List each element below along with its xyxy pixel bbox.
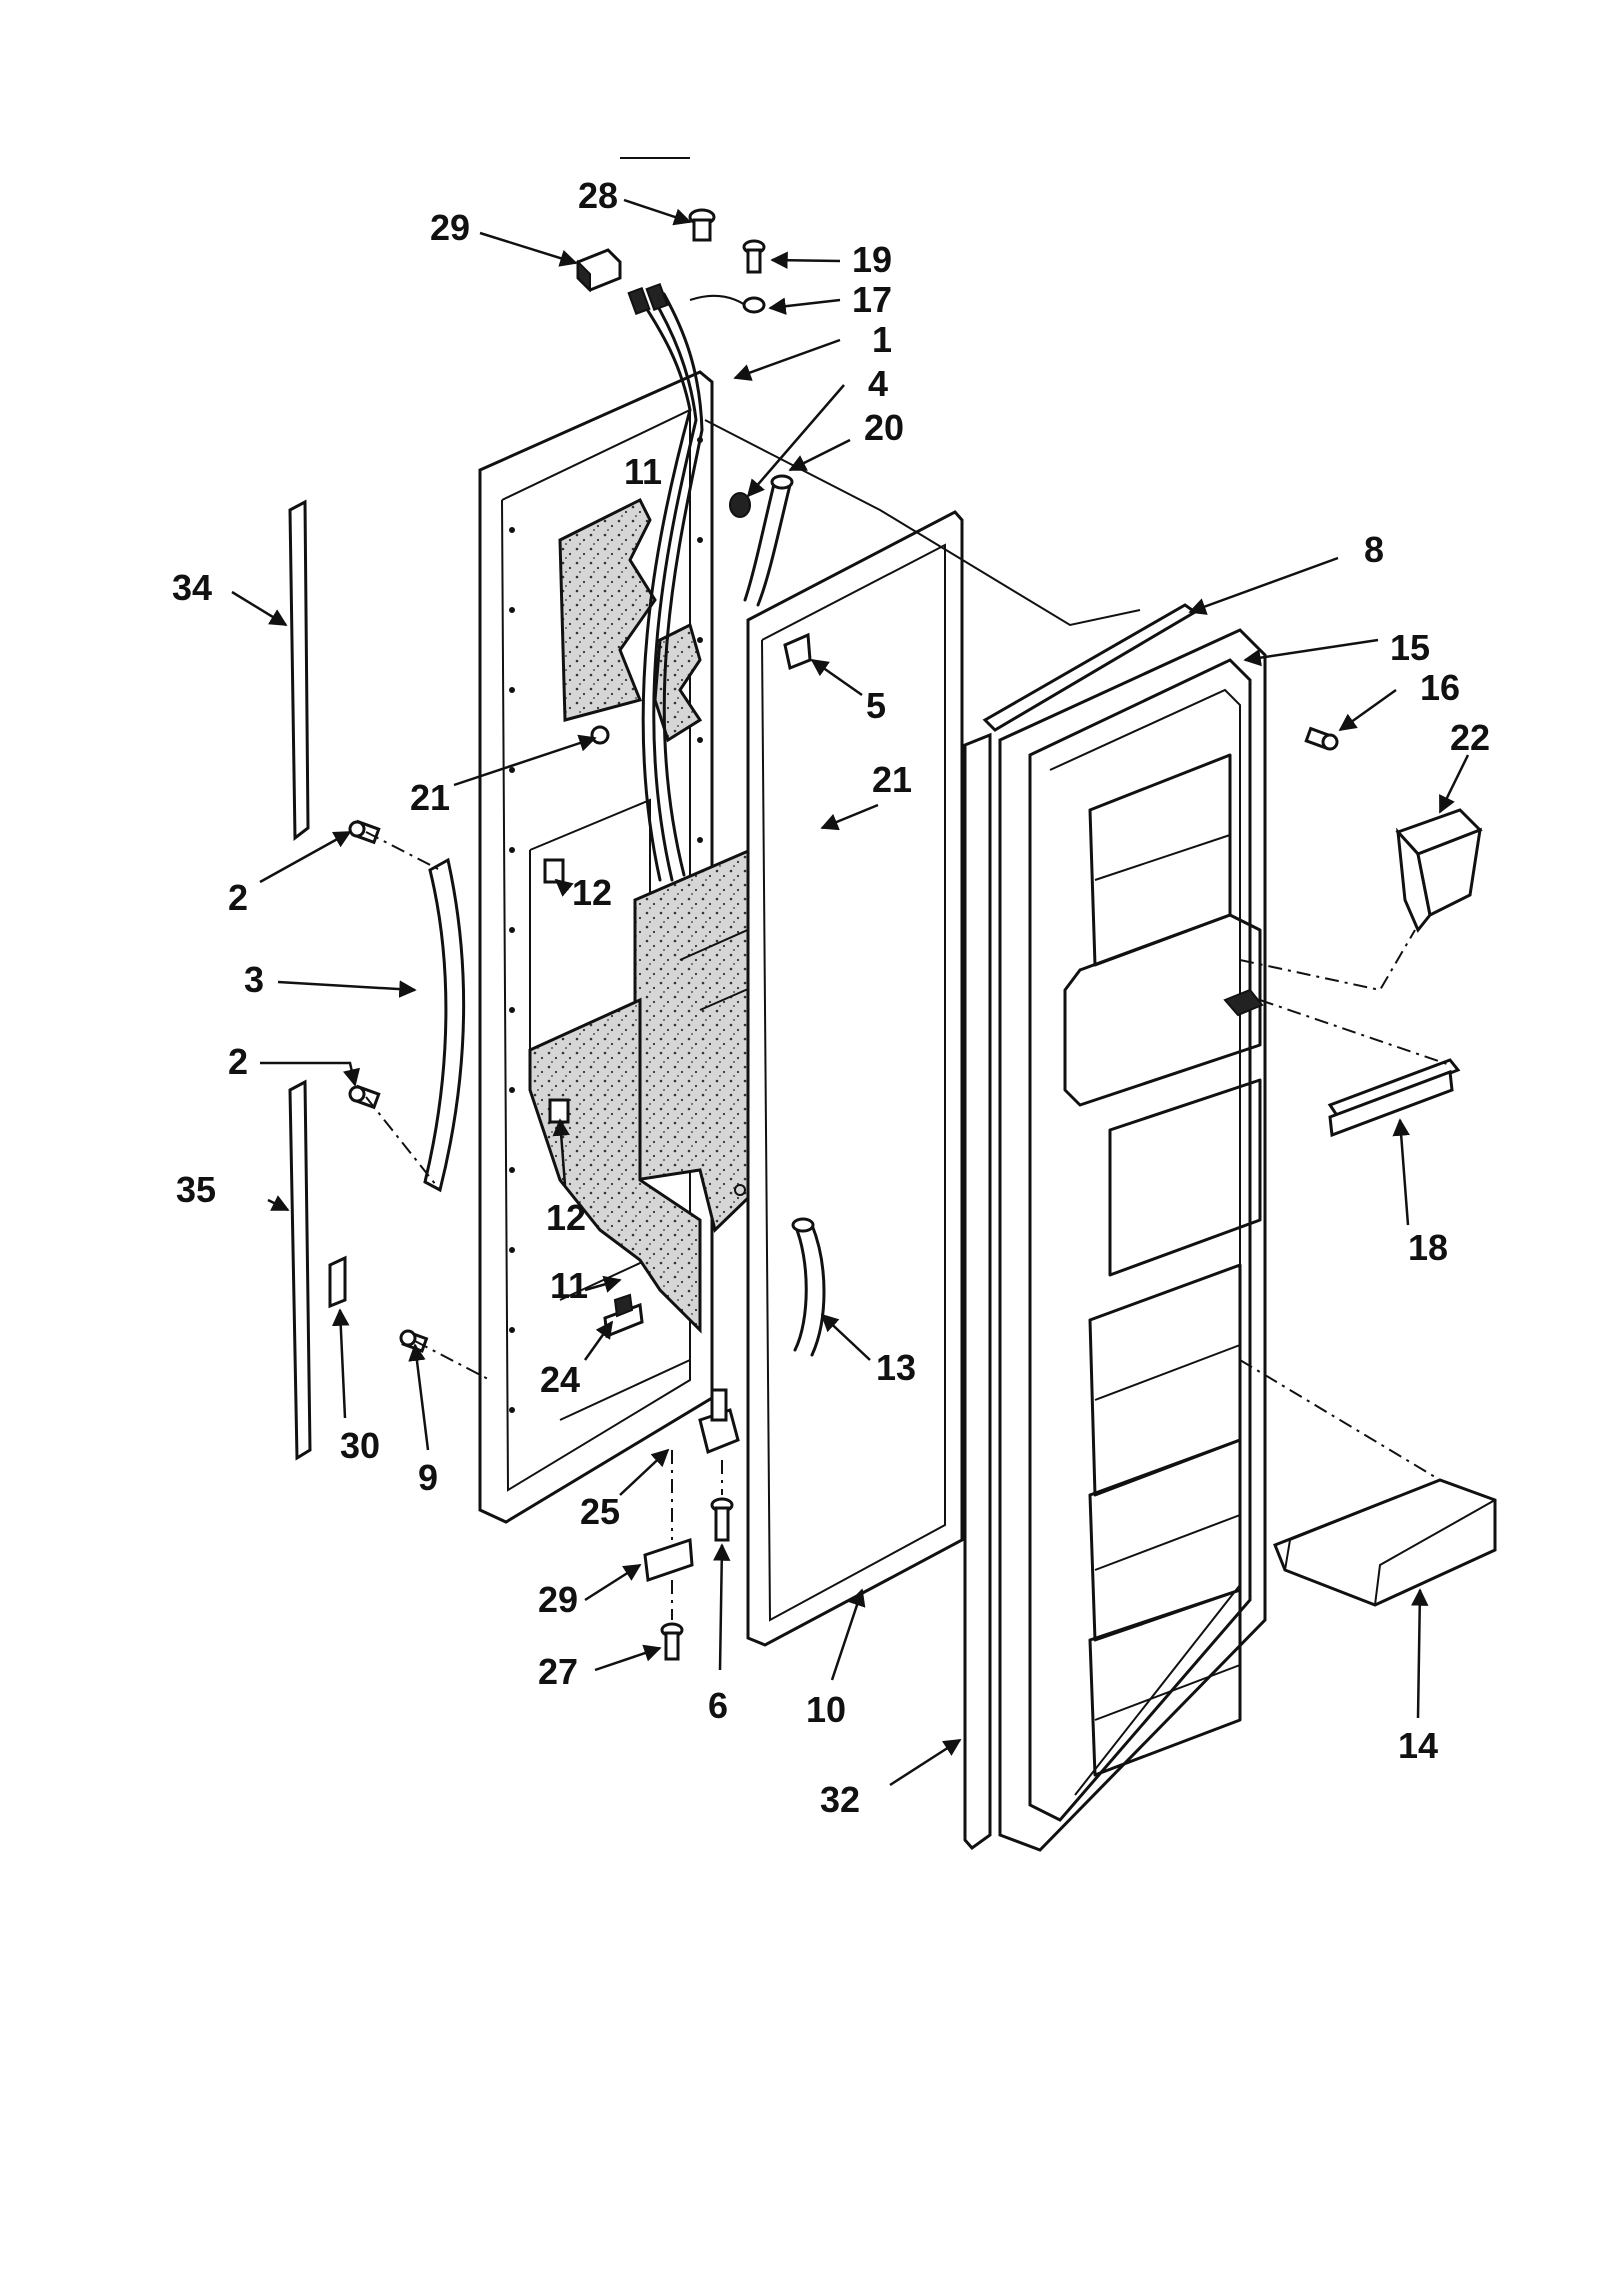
callout-4: 4 (868, 363, 888, 404)
callout-10: 10 (806, 1689, 846, 1730)
callout-27: 27 (538, 1651, 578, 1692)
bracket-12-lower (548, 1098, 570, 1124)
callout-23: 22 (1450, 717, 1490, 758)
callout-1: 1 (872, 319, 892, 360)
ring-terminal-17 (742, 296, 766, 314)
callout-28: 29 (538, 1579, 578, 1620)
callout-35: 35 (176, 1169, 216, 1210)
callout-29: 30 (340, 1425, 380, 1466)
callout-25: 25 (580, 1491, 620, 1532)
trim-strip-34 (288, 499, 310, 842)
hinge-28 (643, 1537, 694, 1583)
plug-7 (688, 208, 716, 242)
tube-20 (743, 478, 792, 607)
callout-19: 19 (852, 239, 892, 280)
panel-screw-holes (509, 437, 703, 1413)
callout-20: 20 (864, 407, 904, 448)
handle-screw-upper (348, 819, 381, 845)
ice-chute-23 (1395, 808, 1483, 933)
door-handle (423, 857, 466, 1193)
callout-34: 34 (172, 567, 212, 608)
callout-5: 5 (866, 685, 886, 726)
callout-6: 6 (708, 1685, 728, 1726)
callout-12-upper: 12 (572, 872, 612, 913)
callout-2-upper: 2 (228, 877, 248, 918)
callout-7: 28 (578, 175, 618, 216)
callout-13: 15 (1390, 627, 1430, 668)
clip-5 (783, 632, 812, 671)
callout-18: 18 (1408, 1227, 1448, 1268)
door-gasket (963, 732, 992, 1851)
callout-15: 16 (1420, 667, 1460, 708)
callout-12-lower: 12 (546, 1197, 586, 1238)
connector-30 (576, 248, 622, 293)
callout-22: 21 (872, 759, 912, 800)
callout-16: 13 (876, 1347, 916, 1388)
callout-labels: 29 28 19 17 1 4 20 8 15 16 22 34 11 5 21… (172, 175, 1490, 1820)
screw-21 (590, 725, 610, 745)
inner-door-liner (982, 603, 1267, 1852)
callout-3: 3 (244, 959, 264, 1000)
screw-27 (660, 1622, 684, 1661)
callout-21: 21 (410, 777, 450, 818)
tube-16 (793, 1223, 826, 1357)
callout-17: 17 (852, 279, 892, 320)
door-seal-frame (746, 510, 964, 1647)
callout-11-lower: 11 (550, 1265, 588, 1306)
callout-32: 32 (820, 1779, 860, 1820)
hinge-bracket-25 (698, 1388, 740, 1455)
callout-9: 9 (418, 1457, 438, 1498)
screw-9 (399, 1329, 429, 1353)
door-bin-14 (1273, 1478, 1497, 1607)
callout-14: 14 (1398, 1725, 1438, 1766)
handle-screw-lower (348, 1084, 381, 1110)
bracket-12-upper (543, 858, 565, 884)
screw-19 (742, 239, 766, 274)
clip-29 (328, 1255, 347, 1309)
grommet-4 (729, 492, 751, 518)
insulation-upper (558, 497, 657, 722)
callout-2-lower: 2 (228, 1041, 248, 1082)
callout-8: 8 (1364, 529, 1384, 570)
trim-strip-35 (288, 1079, 312, 1461)
callout-30: 29 (430, 207, 470, 248)
leader-lines (231, 198, 1470, 1787)
screw-15 (1304, 726, 1339, 751)
shelf-rail-18 (1327, 1058, 1461, 1138)
callout-24: 24 (540, 1359, 580, 1400)
bolt-6 (710, 1497, 734, 1542)
callout-11-upper: 11 (624, 451, 662, 492)
